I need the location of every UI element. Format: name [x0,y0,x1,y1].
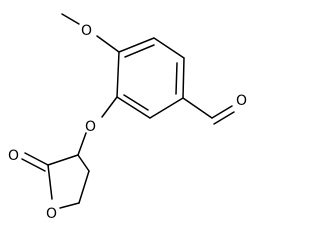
lactone-bond-3 [59,202,80,209]
carbonyl-bond [24,152,49,166]
aldehyde-oxygen-label: O [236,93,247,109]
methoxy-oxygen-label: O [81,23,92,39]
ring-bond-2 [153,37,185,59]
ring-double-bond-1 [124,44,155,58]
ether-oxygen-label: O [85,119,96,135]
methoxy-o-ring-bond [96,35,120,53]
ether-ring-bond [101,96,118,118]
lactone-bond-5 [77,154,90,172]
carbonyl-double-bond [21,158,46,172]
ring-bond-6 [116,51,120,98]
ring-bond-1 [118,37,155,53]
ring-oxygen-label: O [46,206,57,222]
lactone-bond-1 [47,154,79,166]
ring-bond-5 [116,96,151,119]
methyl-bond [61,13,80,25]
ring-double-bond-5 [123,94,149,111]
carbonyl-oxygen-label: O [8,148,19,164]
ring-bond-3 [182,57,185,99]
ether-lactone-bond [77,132,87,156]
aldehyde-co-bond [211,105,233,119]
aldehyde-co-double-bond [213,111,235,125]
chemical-structure: O O O O O [8,13,247,222]
aldehyde-c-bond [182,97,213,119]
lactone-bond-2 [47,164,53,200]
ring-bond-4 [149,97,184,119]
lactone-bond-4 [78,170,90,204]
ring-double-bond-3 [175,62,178,95]
